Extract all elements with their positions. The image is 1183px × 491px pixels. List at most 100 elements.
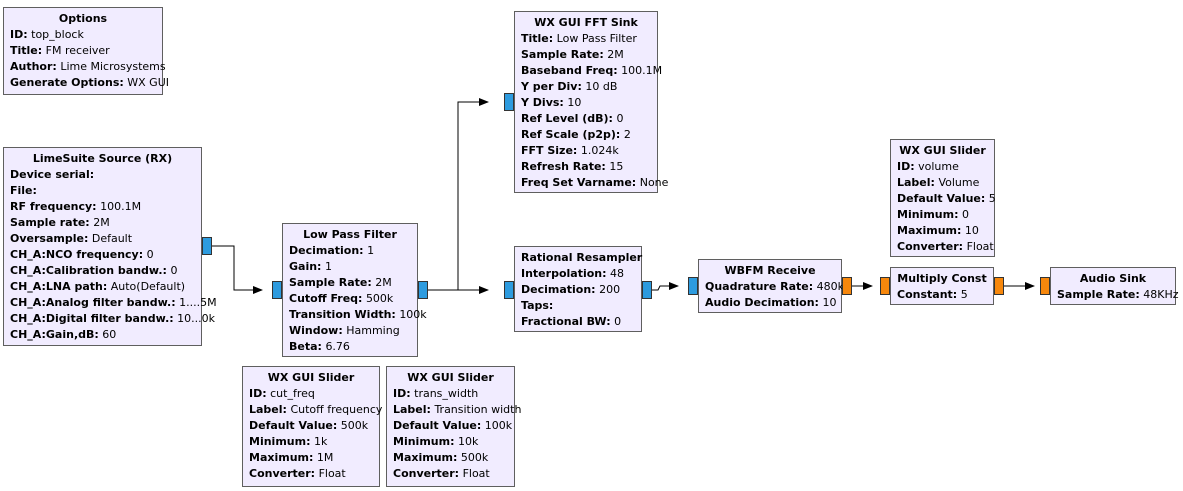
param-key: Title: [10,44,43,57]
param-key: CH_A:NCO frequency: [10,248,144,261]
param-value: Lime Microsystems [60,60,166,73]
param-row: Baseband Freq: 100.1M [521,63,662,79]
param-value: 2M [607,48,624,61]
param-row: Minimum: 10k [393,434,508,450]
param-value: None [639,176,669,189]
block-title: Rational Resampler [521,251,643,264]
param-value: 48 [610,267,625,280]
param-key: Default Value: [249,419,338,432]
param-key: Minimum: [393,435,455,448]
block-audio-sink[interactable]: Audio Sink Sample Rate: 48KHz [1050,267,1179,305]
wbfm-input-port[interactable] [688,277,698,295]
param-value: 5 [960,288,968,301]
param-key: Y per Div: [521,80,582,93]
param-row: Gain: 1 [289,259,411,275]
param-key: Sample Rate: [1057,288,1140,301]
limesuite-output-port[interactable] [202,237,212,255]
wire-resampler-to-wbfm[interactable] [652,282,679,291]
param-row: Beta: 6.76 [289,339,411,355]
audio-sink-input-port[interactable] [1040,277,1050,295]
param-key: Gain: [289,260,322,273]
param-list: Device serial: File: RF frequency: 100.1… [10,167,217,343]
block-title: Options [58,12,108,25]
param-value: top_block [31,28,84,41]
block-title: Multiply Const [897,272,987,285]
param-key: Sample rate: [10,216,90,229]
param-key: Converter: [897,240,964,253]
param-row: Converter: Float [393,466,508,482]
lpf-output-port[interactable] [418,281,428,299]
param-key: Oversample: [10,232,89,245]
param-key: Device serial: [10,168,95,181]
param-row: CH_A:Gain,dB: 60 [10,327,195,343]
param-key: File: [10,184,37,197]
multiply-output-port[interactable] [994,277,1004,295]
param-key: Interpolation: [521,267,607,280]
param-value: 0 [616,112,624,125]
param-row: Decimation: 1 [289,243,411,259]
param-value: 1....5M [179,296,217,309]
param-key: Decimation: [521,283,596,296]
param-value: 500k [365,292,394,305]
param-row: Sample Rate: 48KHz [1057,287,1179,303]
param-row: Title: Low Pass Filter [521,31,651,47]
block-title: WX GUI FFT Sink [534,16,638,29]
param-row: Default Value: 5 [897,191,996,207]
param-value: 0 [146,248,154,261]
param-row: Default Value: 500k [249,418,373,434]
param-value: 2M [375,276,392,289]
param-key: Label: [393,403,431,416]
param-key: Freq Set Varname: [521,176,637,189]
param-value: 1M [316,451,334,464]
param-key: Taps: [521,299,554,312]
param-list: Sample Rate: 48KHz [1057,287,1179,303]
resampler-output-port[interactable] [642,281,652,299]
param-row: Fractional BW: 0 [521,314,635,330]
block-multiply-const[interactable]: Multiply Const Constant: 5 [890,267,994,305]
param-value: 10 [964,224,979,237]
multiply-input-port[interactable] [880,277,890,295]
param-value: 2M [93,216,110,229]
wire-lpf-to-fft[interactable] [457,98,489,290]
wbfm-output-port[interactable] [842,277,852,295]
param-key: Label: [897,176,935,189]
param-key: Author: [10,60,57,73]
param-key: RF frequency: [10,200,97,213]
block-title: WX GUI Slider [899,144,986,157]
param-row: Window: Hamming [289,323,411,339]
param-row: Y Divs: 10 [521,95,651,111]
param-row: Converter: Float [249,466,373,482]
wire-source-to-lpf[interactable] [212,245,263,294]
param-row: ID: top_block [10,27,156,43]
param-row: Label: Cutoff frequency [249,402,382,418]
param-key: Beta: [289,340,322,353]
resampler-input-port[interactable] [504,281,514,299]
param-value: 1 [367,244,375,257]
param-key: Sample Rate: [521,48,604,61]
param-row: Label: Volume [897,175,988,191]
param-row: ID: volume [897,159,988,175]
param-key: ID: [897,160,915,173]
param-value: 10 [822,296,837,309]
param-value: 480k [816,280,845,293]
lpf-input-port[interactable] [272,281,282,299]
param-row: FFT Size: 1.024k [521,143,651,159]
param-value: 500k [460,451,489,464]
param-list: Constant: 5 [897,287,987,303]
param-value: Hamming [346,324,400,337]
fft-input-port[interactable] [504,93,514,111]
param-key: Y Divs: [521,96,564,109]
param-row: Ref Scale (p2p): 2 [521,127,651,143]
block-limesuite-source[interactable]: LimeSuite Source (RX) Device serial: Fil… [3,147,217,346]
